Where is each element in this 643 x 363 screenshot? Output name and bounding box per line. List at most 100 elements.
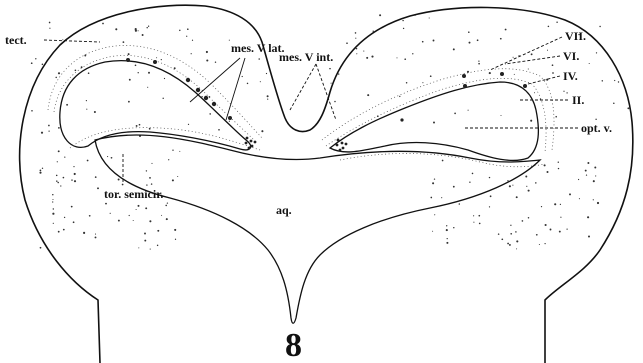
stipple-dot: [433, 122, 435, 124]
stipple-dot: [89, 215, 91, 217]
stipple-dot: [188, 124, 189, 125]
stipple-dot: [57, 182, 59, 184]
stipple-dot: [40, 170, 42, 172]
stipple-dot: [144, 240, 146, 242]
stipple-dot: [135, 28, 137, 30]
stipple-dot: [399, 96, 400, 97]
stipple-dot: [144, 233, 146, 235]
label-optic-ventricle: opt. v.: [581, 121, 612, 135]
stipple-dot: [118, 179, 120, 181]
stipple-dot: [115, 28, 117, 30]
stipple-dot: [129, 79, 131, 81]
stipple-dot: [174, 229, 176, 231]
stipple-dot: [560, 204, 561, 205]
stipple-dot: [123, 41, 125, 43]
right-cell-layer-outer: [322, 69, 554, 150]
label-layer-iv: IV.: [563, 69, 578, 83]
stipple-dot: [73, 166, 74, 167]
stipple-dot: [267, 95, 269, 97]
stipple-dot: [84, 55, 86, 57]
stipple-dot: [138, 30, 139, 31]
stipple-dot: [229, 121, 230, 122]
stipple-dot: [164, 78, 165, 79]
stipple-dot: [552, 64, 554, 66]
stipple-dot: [71, 206, 73, 208]
stipple-dot: [266, 73, 267, 74]
stipple-dot: [149, 177, 151, 179]
stipple-dot: [83, 232, 85, 234]
stipple-dot: [334, 101, 336, 103]
stipple-dot: [469, 42, 471, 44]
stipple-dot: [174, 67, 176, 69]
stipple-dot: [346, 42, 348, 44]
stipple-dot: [88, 72, 90, 74]
stipple-dot: [64, 217, 65, 218]
stipple-dot: [525, 176, 527, 178]
stipple-dot: [531, 53, 533, 55]
stipple-dot: [479, 223, 481, 225]
label-layer-vi: VI.: [563, 49, 579, 63]
stipple-dot: [545, 224, 547, 226]
stipple-dot: [95, 176, 97, 178]
stipple-dot: [555, 116, 557, 118]
stipple-dot: [544, 243, 545, 244]
stipple-dot: [552, 72, 554, 74]
stipple-dot: [261, 130, 263, 132]
stipple-dot: [454, 113, 456, 115]
pointer-layer-vii: [490, 37, 562, 70]
stipple-dot: [52, 213, 54, 215]
stipple-dot: [206, 51, 208, 53]
stipple-dot: [446, 225, 447, 226]
stipple-dot: [404, 58, 406, 60]
stipple-dot: [478, 63, 480, 65]
stipple-dot: [579, 198, 580, 199]
stipple-dot: [41, 132, 43, 134]
stipple-dot: [478, 215, 480, 217]
stipple-dot: [110, 213, 111, 214]
pointer-mes-v-int-a: [290, 64, 316, 110]
stipple-dot: [75, 69, 77, 71]
stipple-dot: [42, 168, 43, 169]
stipple-dot: [64, 157, 65, 158]
stipple-dot: [73, 221, 75, 223]
stipple-dot: [593, 180, 595, 182]
stipple-dot: [138, 205, 140, 207]
stipple-dot: [53, 223, 54, 224]
stipple-dot: [162, 98, 163, 99]
stipple-dot: [136, 125, 138, 127]
label-mes-v-lateral: mes. V lat.: [231, 41, 285, 55]
stipple-dot: [473, 215, 474, 216]
stipple-dot: [161, 59, 162, 60]
stipple-dot: [179, 30, 180, 31]
stipple-dot: [453, 186, 455, 188]
stipple-dot: [81, 66, 83, 68]
stipple-dot: [379, 14, 381, 16]
stipple-dot: [422, 41, 424, 43]
stipple-dot: [434, 214, 435, 215]
stipple-dot: [558, 168, 559, 169]
stipple-dot: [146, 27, 147, 28]
stipple-dot: [128, 101, 130, 103]
aqueduct: [95, 135, 540, 323]
stipple-dot: [40, 247, 42, 249]
stipple-dot: [548, 26, 550, 28]
stipple-dot: [63, 229, 65, 231]
stipple-dot: [187, 28, 189, 30]
stipple-dot: [191, 53, 192, 54]
stipple-dot: [489, 177, 490, 178]
stipple-dot: [477, 39, 479, 41]
stipple-dot: [146, 184, 147, 185]
stipple-dot: [49, 28, 50, 29]
stipple-dot: [148, 26, 149, 27]
stipple-dot: [614, 80, 615, 81]
stipple-dot: [172, 150, 173, 151]
stipple-dot: [550, 229, 552, 231]
stipple-dot: [149, 220, 151, 222]
stipple-dot: [586, 174, 587, 175]
stipple-dot: [535, 182, 537, 184]
stipple-dot: [526, 186, 527, 187]
stipple-dot: [500, 115, 501, 116]
stipple-dot: [595, 175, 596, 176]
stipple-dot: [412, 53, 413, 54]
